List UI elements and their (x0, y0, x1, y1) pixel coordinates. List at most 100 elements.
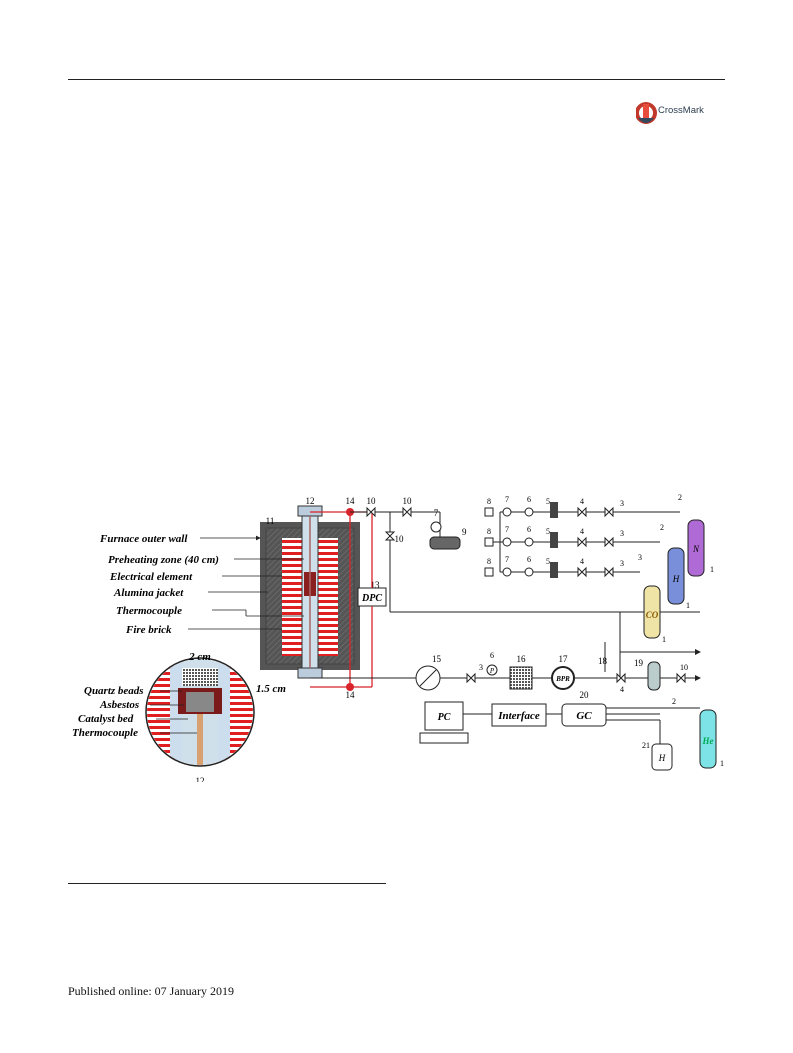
svg-text:6: 6 (527, 555, 531, 564)
svg-text:15: 15 (432, 654, 442, 664)
svg-text:4: 4 (580, 497, 584, 506)
svg-text:10: 10 (680, 663, 688, 672)
apparatus-diagram: Furnace outer wall Preheating zone (40 c… (72, 493, 724, 782)
svg-text:Catalyst bed: Catalyst bed (78, 713, 134, 725)
footnote-rule (68, 883, 386, 884)
svg-text:12: 12 (196, 776, 205, 782)
label-furnace-outer-wall: Furnace outer wall (99, 533, 188, 545)
gas-feed-lines: 8 7 6 5 4 3 8 7 6 5 4 3 8 7 6 5 4 3 (484, 495, 624, 578)
svg-text:1: 1 (710, 565, 714, 574)
svg-text:6: 6 (490, 651, 494, 660)
svg-text:2 cm: 2 cm (188, 651, 211, 663)
svg-text:PC: PC (438, 712, 451, 723)
crossmark-label: CrossMark (658, 105, 704, 116)
svg-text:18: 18 (598, 656, 608, 666)
he-cylinder (699, 709, 717, 769)
svg-text:BPR: BPR (555, 675, 570, 683)
svg-text:CO: CO (646, 610, 659, 620)
pressure-gauge-icon (486, 664, 498, 676)
svg-text:3: 3 (620, 529, 624, 538)
svg-text:5: 5 (546, 527, 550, 536)
svg-text:10: 10 (403, 496, 413, 506)
quartz-beads (182, 668, 218, 686)
furnace-labels: Furnace outer wall Preheating zone (40 c… (99, 533, 219, 636)
label-fire-brick: Fire brick (125, 624, 172, 636)
svg-text:7: 7 (505, 525, 509, 534)
svg-text:He: He (702, 736, 714, 746)
h2-tank (651, 743, 673, 771)
n2-cylinder (687, 519, 705, 577)
svg-text:1: 1 (686, 601, 690, 610)
svg-text:20: 20 (580, 690, 590, 700)
svg-text:Interface: Interface (497, 710, 540, 722)
svg-text:7: 7 (434, 508, 439, 518)
svg-text:14: 14 (346, 496, 356, 506)
svg-text:2: 2 (678, 493, 682, 502)
svg-text:P: P (489, 667, 495, 675)
label-thermocouple: Thermocouple (116, 605, 182, 617)
interface-box (491, 703, 547, 727)
control-system: PC Interface GC 20 H 21 (419, 690, 673, 771)
gas-mixer (429, 536, 461, 550)
svg-text:7: 7 (505, 495, 509, 504)
pressure-gauge-icon (430, 521, 442, 533)
svg-text:10: 10 (395, 534, 405, 544)
svg-text:Quartz beads: Quartz beads (84, 685, 144, 697)
svg-text:7: 7 (505, 555, 509, 564)
electrical-element-left (282, 538, 302, 656)
svg-text:13: 13 (371, 580, 381, 590)
bpr-valve (551, 666, 575, 690)
svg-text:8: 8 (487, 497, 491, 506)
inset-thermocouple (197, 714, 203, 765)
svg-text:H: H (672, 574, 680, 584)
svg-text:N: N (692, 544, 700, 554)
svg-text:H: H (658, 753, 666, 763)
published-date: Published online: 07 January 2019 (68, 984, 234, 998)
electrical-element-right (318, 538, 338, 656)
svg-text:14: 14 (346, 690, 356, 700)
filter-icon (509, 666, 533, 690)
svg-text:21: 21 (642, 741, 650, 750)
header-rule (68, 79, 725, 80)
co-cylinder (643, 585, 661, 639)
furnace (260, 505, 360, 679)
svg-text:4: 4 (580, 527, 584, 536)
callouts-furnace: 11 12 13 14 14 (266, 496, 380, 700)
svg-text:1.5 cm: 1.5 cm (256, 683, 286, 695)
svg-text:8: 8 (487, 557, 491, 566)
svg-text:DPC: DPC (361, 593, 382, 604)
svg-text:GC: GC (576, 710, 592, 722)
reactor-inset: 2 cm 1.5 cm 12 (145, 651, 286, 782)
svg-text:Asbestos: Asbestos (99, 699, 139, 711)
crossmark-logo[interactable] (636, 96, 728, 130)
svg-text:6: 6 (527, 495, 531, 504)
h2-cylinder (667, 547, 685, 605)
svg-text:12: 12 (306, 496, 315, 506)
svg-text:3: 3 (479, 663, 483, 672)
svg-text:2: 2 (660, 523, 664, 532)
svg-text:1: 1 (662, 635, 666, 644)
svg-text:4: 4 (580, 557, 584, 566)
svg-text:3: 3 (638, 553, 642, 562)
label-electrical-element: Electrical element (109, 571, 193, 583)
svg-text:2: 2 (672, 697, 676, 706)
trap-icon (647, 661, 661, 691)
svg-text:6: 6 (527, 525, 531, 534)
inset-labels: Quartz beads Asbestos Catalyst bed Therm… (72, 685, 144, 739)
label-alumina-jacket: Alumina jacket (113, 587, 184, 599)
pc-monitor (424, 701, 464, 731)
svg-text:4: 4 (620, 685, 624, 694)
svg-text:3: 3 (620, 499, 624, 508)
svg-text:5: 5 (546, 557, 550, 566)
svg-text:1: 1 (720, 759, 724, 768)
svg-text:10: 10 (367, 496, 377, 506)
gas-cylinders: N 1 2 H 1 2 CO 1 3 He 1 2 (638, 493, 724, 769)
gc-box (561, 703, 607, 727)
svg-text:5: 5 (546, 497, 550, 506)
label-preheating-zone: Preheating zone (40 cm) (108, 554, 219, 566)
svg-text:11: 11 (266, 516, 275, 526)
svg-text:Thermocouple: Thermocouple (72, 727, 138, 739)
svg-text:17: 17 (559, 654, 569, 664)
svg-text:8: 8 (487, 527, 491, 536)
svg-text:16: 16 (517, 654, 527, 664)
